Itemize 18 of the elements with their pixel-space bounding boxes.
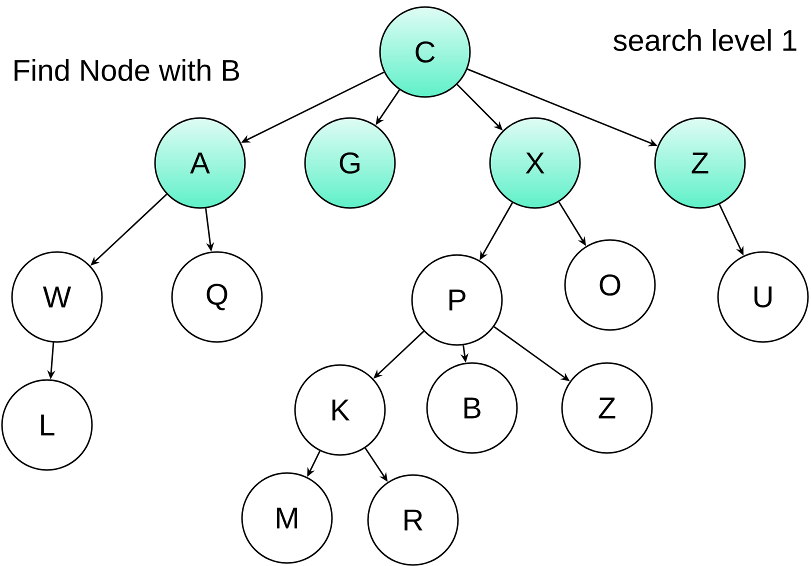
tree-node: O xyxy=(564,239,656,331)
tree-node: K xyxy=(294,364,386,456)
tree-node: Z xyxy=(654,117,746,209)
tree-node: G xyxy=(304,117,396,209)
tree-node: P xyxy=(411,254,503,346)
tree-node: L xyxy=(1,379,93,471)
tree-node: U xyxy=(717,251,809,343)
tree-node: A xyxy=(154,117,246,209)
tree-node: Q xyxy=(171,251,263,343)
tree-node: M xyxy=(241,472,333,564)
tree-node: X xyxy=(489,117,581,209)
tree-node: R xyxy=(367,474,459,566)
note-text: Find Node with B xyxy=(14,59,239,82)
tree-node: B xyxy=(426,362,518,454)
note-text: search level 1 xyxy=(614,29,796,52)
tree-node: W xyxy=(11,251,103,343)
tree-node: C xyxy=(379,6,471,98)
tree-node: Z xyxy=(561,362,653,454)
